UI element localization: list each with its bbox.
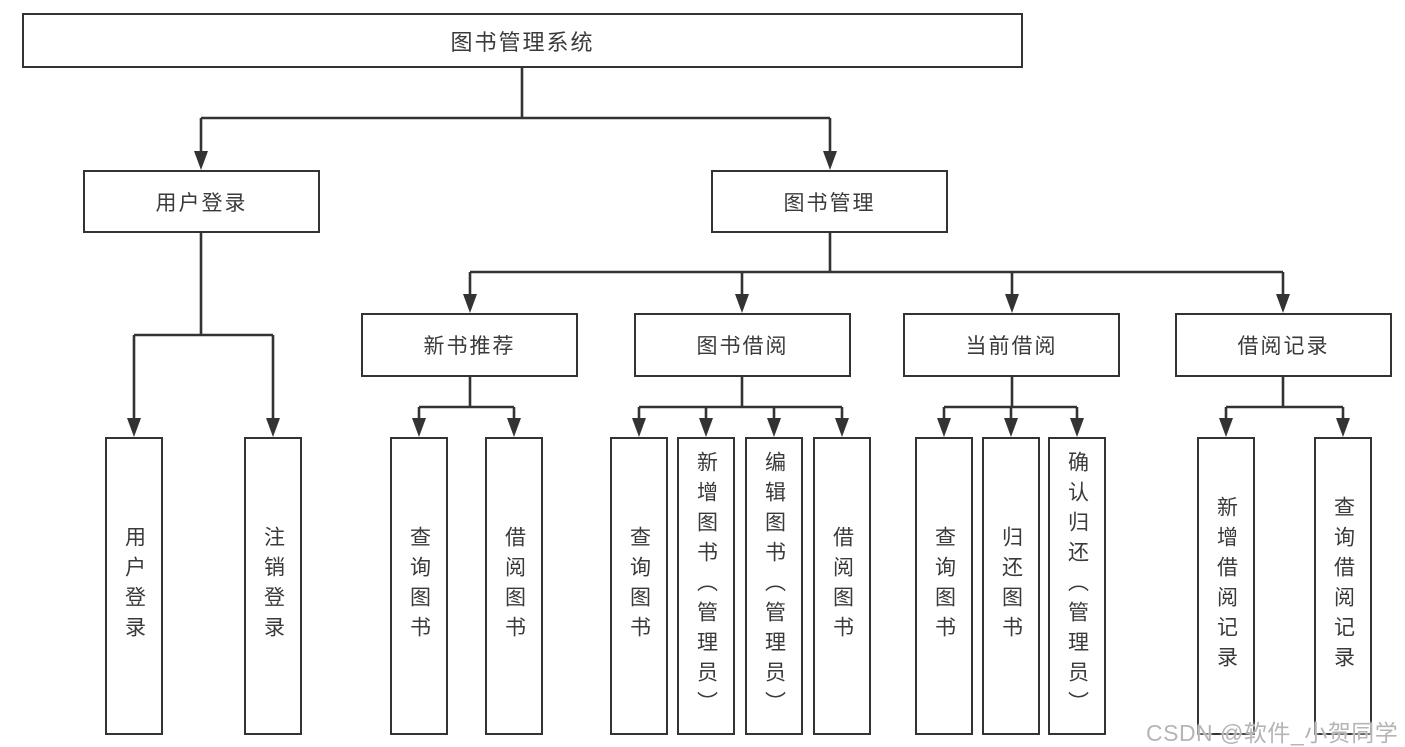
csdn-watermark: CSDN @软件_小贺同学 xyxy=(1146,720,1399,746)
node-leaf-add-borrow-record: 新增借阅记录 xyxy=(1197,437,1255,735)
node-leaf-edit-book-admin: 编辑图书（管理员） xyxy=(745,437,803,735)
connector-new-book-to-children xyxy=(412,377,521,437)
node-leaf-borrow-book-1: 借阅图书 xyxy=(485,437,543,735)
node-leaf-return-book: 归还图书 xyxy=(982,437,1040,735)
node-current-borrow: 当前借阅 xyxy=(903,313,1120,377)
node-book-borrow: 图书借阅 xyxy=(634,313,851,377)
node-leaf-user-login: 用户登录 xyxy=(105,437,163,735)
arrowhead-down-icon xyxy=(194,151,208,170)
connector-book-borrow-to-children xyxy=(632,377,849,437)
arrowhead-down-icon xyxy=(835,418,849,437)
node-leaf-query-book-2: 查询图书 xyxy=(610,437,668,735)
node-leaf-borrow-book-2: 借阅图书 xyxy=(813,437,871,735)
arrowhead-down-icon xyxy=(937,418,951,437)
node-book-management: 图书管理 xyxy=(711,170,948,233)
arrowhead-down-icon xyxy=(266,418,280,437)
arrowhead-down-icon xyxy=(1070,418,1084,437)
arrowhead-down-icon xyxy=(823,151,837,170)
arrowhead-down-icon xyxy=(632,418,646,437)
arrowhead-down-icon xyxy=(1336,418,1350,437)
arrowhead-down-icon xyxy=(735,294,749,313)
node-leaf-add-book-admin: 新增图书（管理员） xyxy=(677,437,735,735)
arrowhead-down-icon xyxy=(699,418,713,437)
arrowhead-down-icon xyxy=(127,418,141,437)
node-leaf-query-book-1: 查询图书 xyxy=(390,437,448,735)
arrowhead-down-icon xyxy=(507,418,521,437)
connector-current-borrow-to-children xyxy=(937,377,1084,437)
arrowhead-down-icon xyxy=(767,418,781,437)
connector-root-to-level2 xyxy=(194,68,837,170)
node-user-login: 用户登录 xyxy=(83,170,320,233)
connector-borrow-record-to-children xyxy=(1219,377,1350,437)
node-new-book-recommend: 新书推荐 xyxy=(361,313,578,377)
node-root-system: 图书管理系统 xyxy=(22,13,1023,68)
arrowhead-down-icon xyxy=(412,418,426,437)
connector-book-mgmt-to-level3 xyxy=(463,233,1290,313)
arrowhead-down-icon xyxy=(1276,294,1290,313)
node-leaf-query-book-3: 查询图书 xyxy=(915,437,973,735)
arrowhead-down-icon xyxy=(463,294,477,313)
arrowhead-down-icon xyxy=(1005,294,1019,313)
node-borrow-record: 借阅记录 xyxy=(1175,313,1392,377)
arrowhead-down-icon xyxy=(1219,418,1233,437)
arrowhead-down-icon xyxy=(1004,418,1018,437)
node-leaf-confirm-return-admin: 确认归还（管理员） xyxy=(1048,437,1106,735)
node-leaf-query-borrow-record: 查询借阅记录 xyxy=(1314,437,1372,735)
node-leaf-logout: 注销登录 xyxy=(244,437,302,735)
connector-user-login-to-children xyxy=(127,233,280,437)
